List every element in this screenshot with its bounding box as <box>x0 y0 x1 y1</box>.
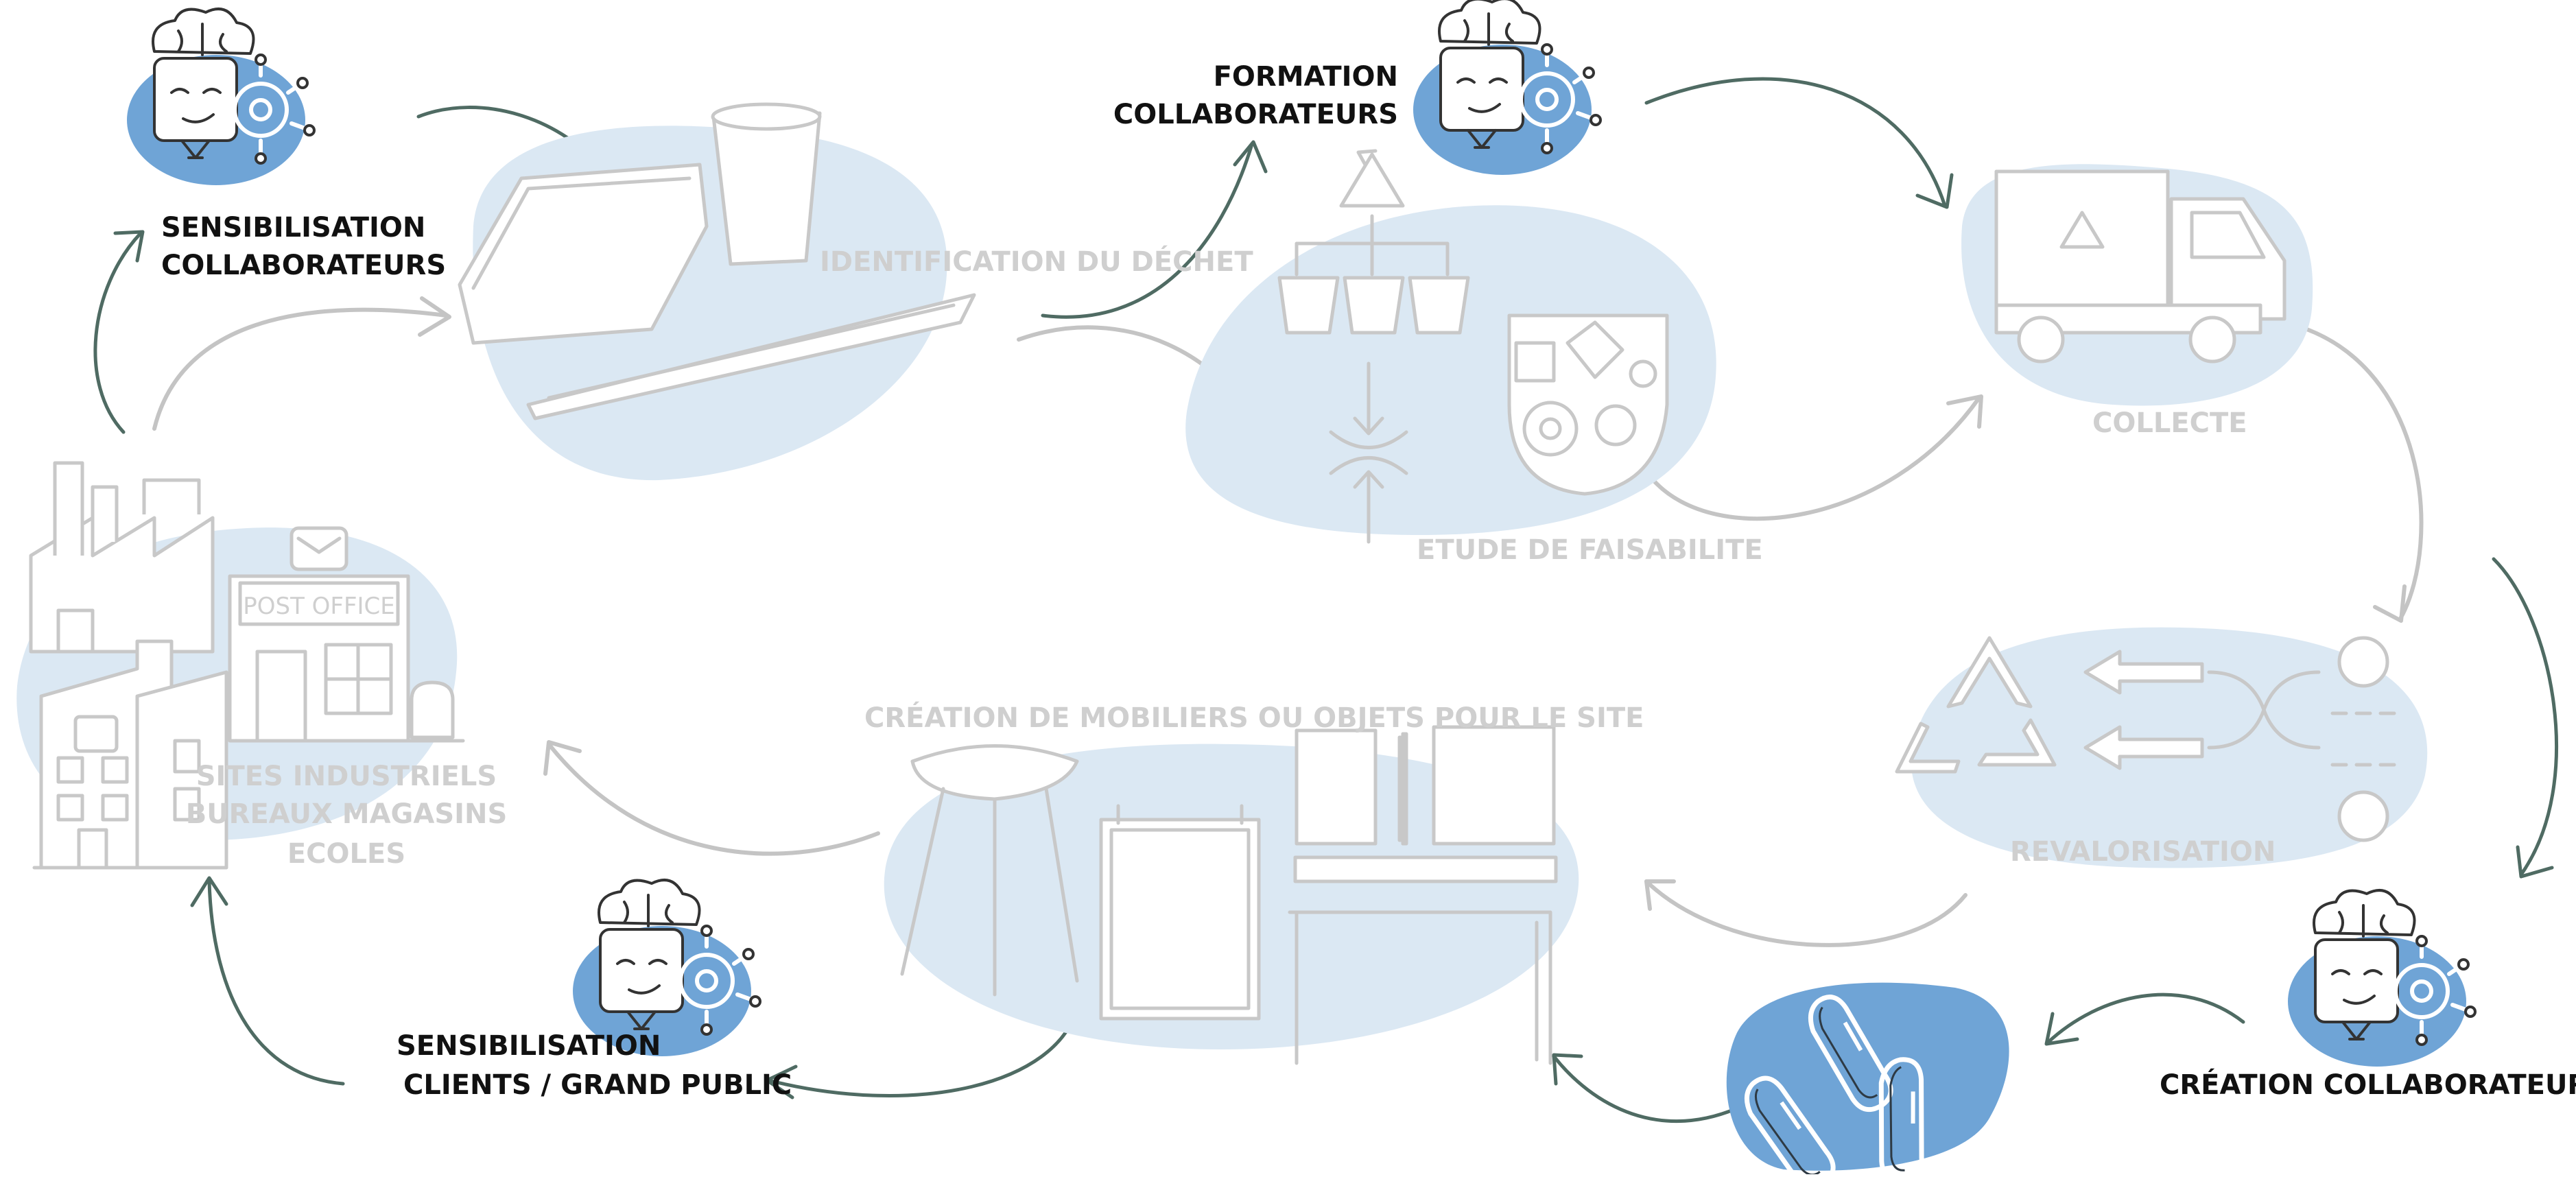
brain-robot-icon <box>1413 0 1600 175</box>
arrow-identification-to-formation <box>1043 144 1252 317</box>
arrow-to-sensib-collab <box>95 233 141 432</box>
arrow-creation-to-sites <box>549 744 878 854</box>
arrow-formation-to-collecte <box>1646 79 1945 206</box>
gear-icon <box>1509 316 1667 494</box>
step-creation-site-label: CRÉATION DE MOBILIERS OU OBJETS POUR LE … <box>864 701 1644 734</box>
arrow-sensib-public-to-sites <box>209 881 343 1084</box>
arrow-revalorisation-to-creation-collab <box>2494 559 2557 875</box>
arrow-revalorisation-to-creation <box>1646 881 1965 945</box>
truck-icon <box>1996 171 2284 361</box>
action-sensib-public: SENSIBILISATION CLIENTS / GRAND PUBLIC <box>397 880 792 1101</box>
recycle-icon <box>1341 151 1403 206</box>
action-formation-line1: FORMATION <box>1214 61 1398 93</box>
pot-icons <box>1279 278 1468 333</box>
arrow-sites-to-identification <box>154 310 446 429</box>
factory-icon <box>31 463 213 652</box>
arrow-creation-collab-to-carabiners <box>2048 995 2243 1043</box>
brain-robot-icon <box>127 9 314 185</box>
arrow-head <box>1235 142 1266 171</box>
action-creation-collab: CRÉATION COLLABORATEURS <box>2160 890 2576 1101</box>
action-formation: FORMATION COLLABORATEURS <box>1113 0 1600 175</box>
step-sites-line2: BUREAUX MAGASINS <box>186 798 508 830</box>
action-sensib-collab-line1: SENSIBILISATION <box>161 212 425 243</box>
step-collecte-label: COLLECTE <box>2092 407 2247 439</box>
step-revalorisation-label: REVALORISATION <box>2010 836 2276 868</box>
arrow-head <box>2375 586 2404 621</box>
brain-robot-icon <box>2288 890 2475 1067</box>
step-identification-label: IDENTIFICATION DU DÉCHET <box>820 245 1253 278</box>
board-icon <box>1101 806 1259 1019</box>
arrow-carabiners-to-furniture <box>1554 1056 1746 1121</box>
step-sites-line1: SITES INDUSTRIELS <box>196 761 497 792</box>
action-formation-line2: COLLABORATEURS <box>1113 99 1398 130</box>
arrow-collecte-to-revalorisation <box>2284 322 2421 617</box>
action-sensib-collab-line2: COLLABORATEURS <box>161 250 446 281</box>
action-sensib-public-line2: CLIENTS / GRAND PUBLIC <box>403 1069 792 1101</box>
post-office-sign: POST OFFICE <box>243 593 395 620</box>
action-creation-collab-label: CRÉATION COLLABORATEURS <box>2160 1068 2576 1101</box>
step-sites-line3: ECOLES <box>287 838 405 870</box>
action-sensib-public-line1: SENSIBILISATION <box>397 1030 661 1062</box>
action-sensib-collab: SENSIBILISATION COLLABORATEURS <box>127 9 446 281</box>
step-faisabilite-label: ETUDE DE FAISABILITE <box>1417 534 1763 566</box>
